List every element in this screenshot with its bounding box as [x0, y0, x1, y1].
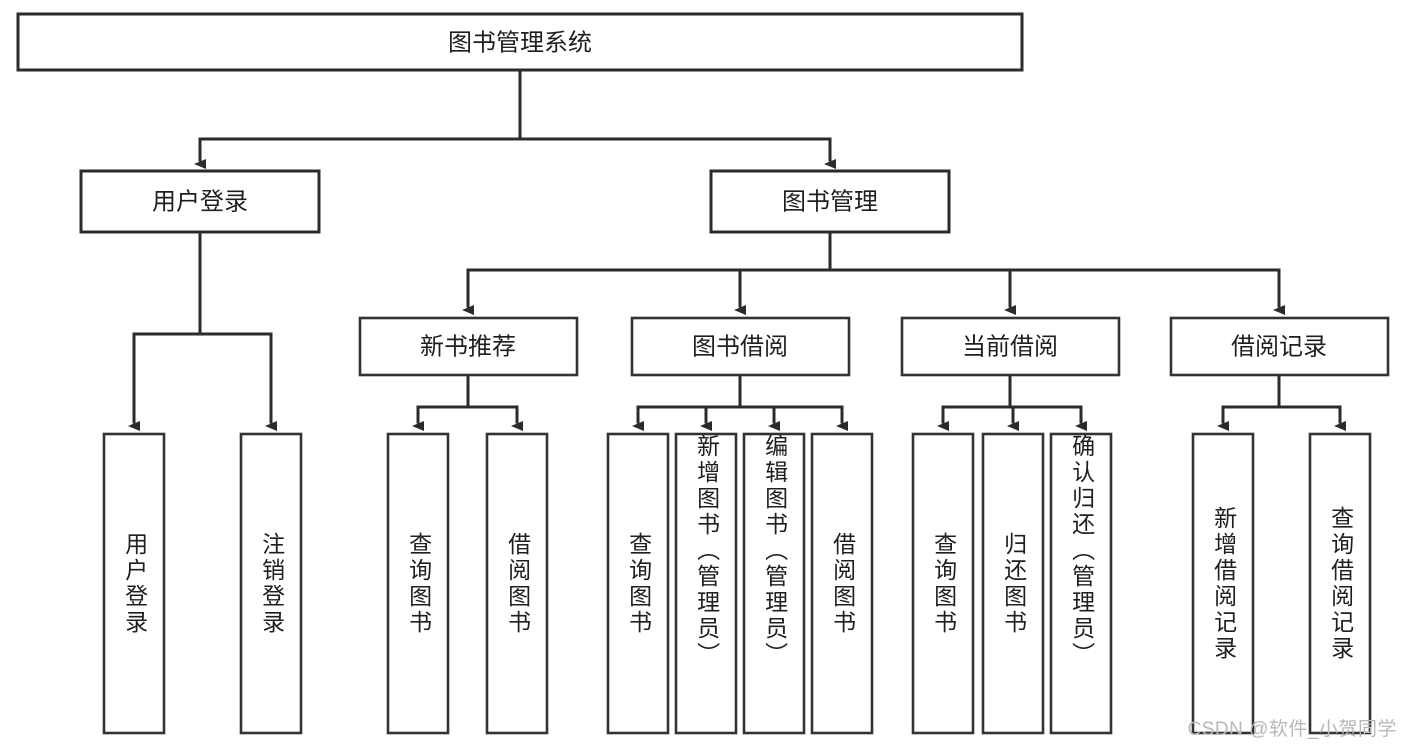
- leaf-box-borrow-book-rec[interactable]: [485, 432, 549, 735]
- connector-layer: [128, 68, 1346, 431]
- node-user-login-label: 用户登录: [152, 188, 248, 215]
- node-borrow-record-box[interactable]: [1169, 316, 1390, 377]
- node-root-box[interactable]: [16, 12, 1024, 72]
- node-book-borrow[interactable]: 图书借阅: [630, 316, 851, 377]
- node-book-manage-label: 图书管理: [782, 188, 878, 215]
- leaf-box-query-book-current[interactable]: [911, 432, 975, 735]
- leaf-box-return-book[interactable]: [981, 432, 1045, 735]
- node-current-borrow[interactable]: 当前借阅: [900, 316, 1121, 377]
- node-book-manage-box[interactable]: [709, 169, 951, 234]
- leaf-box-layer: [102, 432, 1372, 735]
- node-book-borrow-box[interactable]: [630, 316, 851, 377]
- leaf-box-user-logout[interactable]: [239, 432, 303, 735]
- node-user-login[interactable]: 用户登录: [79, 169, 321, 234]
- leaf-box-add-borrow-record[interactable]: [1191, 432, 1255, 735]
- csdn-watermark: CSDN @软件_小贺同学: [1187, 719, 1397, 740]
- node-book-manage[interactable]: 图书管理: [709, 169, 951, 234]
- leaf-box-borrow-book[interactable]: [810, 432, 874, 735]
- node-new-book-rec[interactable]: 新书推荐: [358, 316, 579, 377]
- leaf-box-add-book[interactable]: [674, 432, 738, 735]
- leaf-box-confirm-return[interactable]: [1049, 432, 1113, 735]
- node-new-book-rec-box[interactable]: [358, 316, 579, 377]
- node-borrow-record[interactable]: 借阅记录: [1169, 316, 1390, 377]
- node-root-label: 图书管理系统: [448, 29, 592, 56]
- node-user-login-box[interactable]: [79, 169, 321, 234]
- node-new-book-rec-label: 新书推荐: [420, 333, 516, 360]
- leaf-box-query-book-rec[interactable]: [386, 432, 450, 735]
- leaf-box-user-login[interactable]: [102, 432, 166, 735]
- node-borrow-record-label: 借阅记录: [1231, 333, 1327, 360]
- leaf-box-edit-book[interactable]: [742, 432, 806, 735]
- node-root[interactable]: 图书管理系统: [16, 12, 1024, 72]
- node-book-borrow-label: 图书借阅: [692, 333, 788, 360]
- leaf-box-query-borrow-record[interactable]: [1308, 432, 1372, 735]
- node-current-borrow-label: 当前借阅: [962, 333, 1058, 360]
- node-current-borrow-box[interactable]: [900, 316, 1121, 377]
- leaf-box-query-book-borrow[interactable]: [606, 432, 670, 735]
